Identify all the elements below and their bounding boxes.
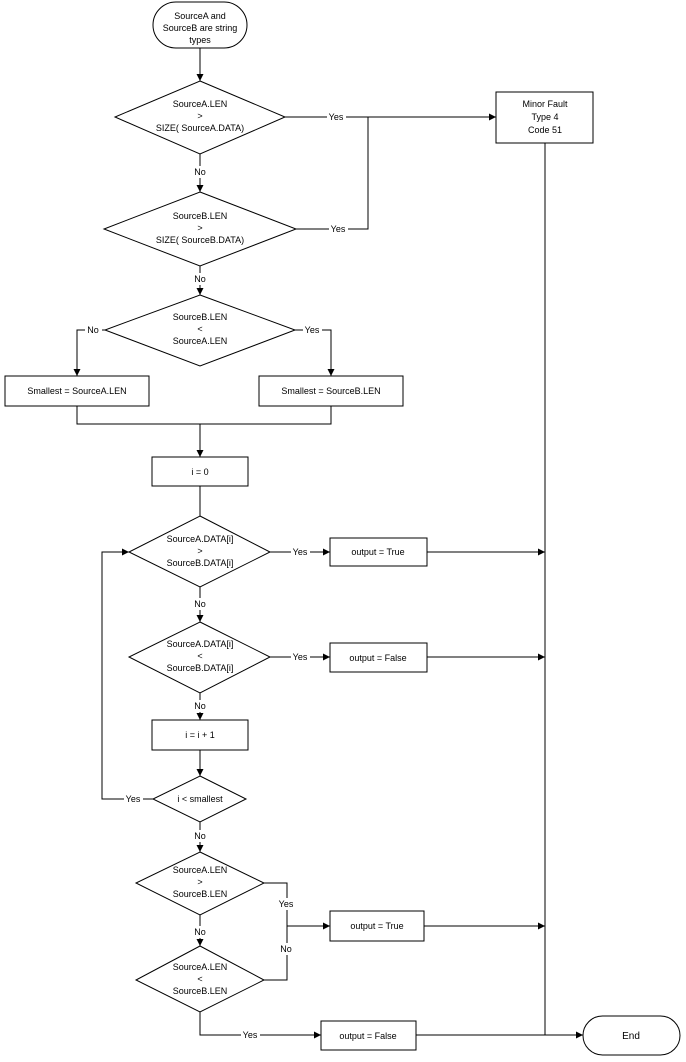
nodes: SourceA and SourceB are string types Sou… xyxy=(4,1,681,1056)
decision-a-len: SourceA.LEN > SIZE( SourceA.DATA) xyxy=(113,80,287,155)
decision-len-lt-line-2: < xyxy=(197,974,202,984)
increment-i-node: i = i + 1 xyxy=(151,719,249,751)
edge-label-no: No xyxy=(194,599,206,609)
decision-b-lt-a-line-2: < xyxy=(197,324,202,334)
edge-label-no: No xyxy=(194,167,206,177)
minor-fault-node: Minor Fault Type 4 Code 51 xyxy=(495,91,594,144)
start-line-1: SourceA and xyxy=(174,11,226,21)
output-false-2-text: output = False xyxy=(339,1031,396,1041)
edge-label-yes: Yes xyxy=(329,112,344,122)
decision-b-len-line-2: > xyxy=(197,223,202,233)
decision-i-lt-text: i < smallest xyxy=(177,794,223,804)
minor-fault-line-2: Type 4 xyxy=(531,112,558,122)
decision-len-gt-line-3: SourceB.LEN xyxy=(173,889,228,899)
edge-b-lt-a-yes xyxy=(295,329,335,376)
edge-label-no: No xyxy=(194,831,206,841)
decision-len-lt-line-1: SourceA.LEN xyxy=(173,962,228,972)
edge-b-len-yes xyxy=(296,117,369,230)
edge-label-yes: Yes xyxy=(331,224,346,234)
decision-len-lt-line-3: SourceB.LEN xyxy=(173,986,228,996)
output-false-1-node: output = False xyxy=(329,642,428,673)
decision-a-len-line-2: > xyxy=(197,111,202,121)
decision-i-lt: i < smallest xyxy=(151,775,248,823)
decision-data-lt-line-1: SourceA.DATA[i] xyxy=(167,639,234,649)
edge-label-no: No xyxy=(87,325,99,335)
minor-fault-line-3: Code 51 xyxy=(528,125,562,135)
edge-len-join xyxy=(264,882,288,981)
edge-label-yes: Yes xyxy=(305,325,320,335)
edge-label-yes: Yes xyxy=(293,547,308,557)
smallest-a-text: Smallest = SourceA.LEN xyxy=(27,386,126,396)
edge-label-no: No xyxy=(194,927,206,937)
edge-label-yes: Yes xyxy=(126,794,141,804)
decision-len-gt: SourceA.LEN > SourceB.LEN xyxy=(134,851,266,916)
output-true-2-text: output = True xyxy=(350,921,403,931)
smallest-a-node: Smallest = SourceA.LEN xyxy=(4,375,150,407)
output-false-1-text: output = False xyxy=(349,653,406,663)
init-i-text: i = 0 xyxy=(191,467,208,477)
output-false-2-node: output = False xyxy=(320,1020,417,1051)
start-line-3: types xyxy=(189,35,211,45)
output-true-2-node: output = True xyxy=(329,910,425,942)
edge-b-lt-a-no xyxy=(73,329,105,376)
decision-data-gt-line-3: SourceB.DATA[i] xyxy=(167,558,234,568)
decision-data-lt-line-3: SourceB.DATA[i] xyxy=(167,663,234,673)
decision-data-gt-line-1: SourceA.DATA[i] xyxy=(167,534,234,544)
decision-a-len-line-3: SIZE( SourceA.DATA) xyxy=(156,123,244,133)
start-line-2: SourceB are string xyxy=(163,23,238,33)
decision-b-len-line-3: SIZE( SourceB.DATA) xyxy=(156,235,244,245)
decision-data-lt-line-2: < xyxy=(197,651,202,661)
decision-b-lt-a-line-3: SourceA.LEN xyxy=(173,336,228,346)
decision-a-len-line-1: SourceA.LEN xyxy=(173,99,228,109)
init-i-node: i = 0 xyxy=(151,456,249,487)
edge-label-no: No xyxy=(194,701,206,711)
decision-b-len-line-1: SourceB.LEN xyxy=(173,211,228,221)
output-true-1-text: output = True xyxy=(351,547,404,557)
decision-b-len: SourceB.LEN > SIZE( SourceB.DATA) xyxy=(102,191,298,267)
edge-smallest-merge xyxy=(76,406,332,425)
increment-i-text: i = i + 1 xyxy=(185,730,215,740)
decision-len-lt: SourceA.LEN < SourceB.LEN xyxy=(134,945,266,1013)
end-node: End xyxy=(582,1015,681,1056)
start-node: SourceA and SourceB are string types xyxy=(152,1,248,49)
decision-data-lt: SourceA.DATA[i] < SourceB.DATA[i] xyxy=(127,621,272,694)
edge-len-lt-yes xyxy=(199,1012,321,1039)
smallest-b-text: Smallest = SourceB.LEN xyxy=(281,386,380,396)
end-text: End xyxy=(622,1031,640,1042)
edge-label-no: No xyxy=(194,274,206,284)
decision-b-lt-a: SourceB.LEN < SourceA.LEN xyxy=(103,294,297,367)
edge-label-no: No xyxy=(280,944,292,954)
edge-labels: Yes No Yes No No Yes Yes No Yes No Yes N… xyxy=(85,111,348,1041)
decision-len-gt-line-1: SourceA.LEN xyxy=(173,865,228,875)
decision-data-gt: SourceA.DATA[i] > SourceB.DATA[i] xyxy=(127,515,272,588)
edge-label-yes: Yes xyxy=(279,899,294,909)
smallest-b-node: Smallest = SourceB.LEN xyxy=(258,375,404,407)
edge-label-yes: Yes xyxy=(293,652,308,662)
decision-b-lt-a-line-1: SourceB.LEN xyxy=(173,312,228,322)
output-true-1-node: output = True xyxy=(329,537,428,567)
edge-label-yes: Yes xyxy=(243,1030,258,1040)
decision-data-gt-line-2: > xyxy=(197,546,202,556)
minor-fault-line-1: Minor Fault xyxy=(522,99,568,109)
decision-len-gt-line-2: > xyxy=(197,877,202,887)
edge-i-lt-yes xyxy=(101,548,153,800)
